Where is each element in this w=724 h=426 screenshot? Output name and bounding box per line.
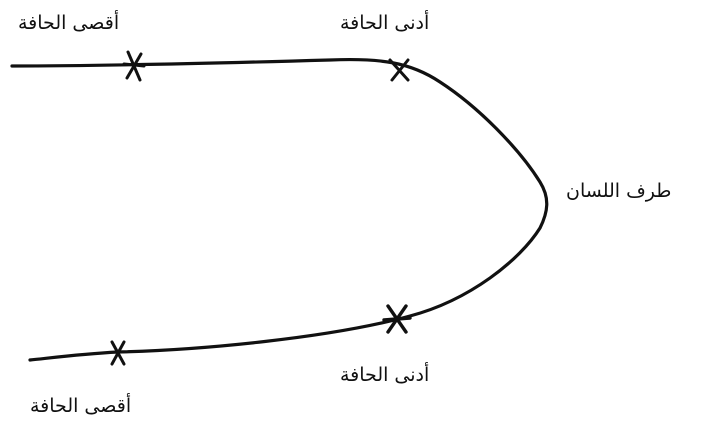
label-top-far-edge: أقصى الحافة xyxy=(18,14,119,33)
tongue-outline-curve xyxy=(12,60,547,360)
label-bottom-near-edge: أدنى الحافة xyxy=(340,366,429,385)
label-bottom-far-edge: أقصى الحافة xyxy=(30,397,131,416)
label-top-near-edge: أدنى الحافة xyxy=(340,14,429,33)
bottom-near-edge-mark xyxy=(384,306,410,332)
label-tongue-tip: طرف اللسان xyxy=(566,182,671,201)
